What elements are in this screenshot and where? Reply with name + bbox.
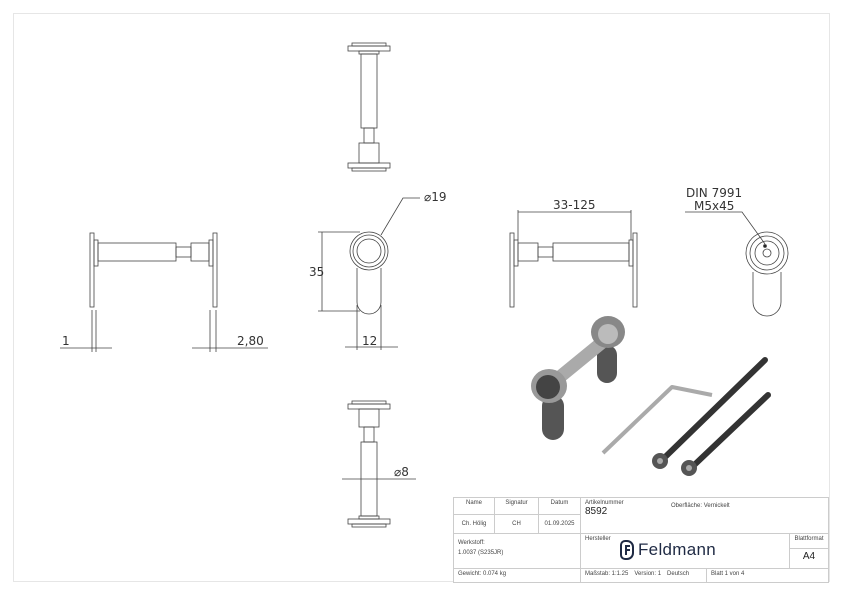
- language: Deutsch: [667, 571, 690, 577]
- manufacturer-cell: Hersteller: [581, 534, 790, 569]
- header-name: Name: [454, 498, 495, 515]
- drawing-frame: [13, 13, 830, 582]
- scale: Maßstab: 1:1.25: [585, 571, 629, 577]
- isometric-view: [531, 316, 771, 476]
- header-signature: Signatur: [495, 498, 539, 515]
- value-name: Ch. Hölig: [454, 515, 495, 534]
- surface-value: Vernickelt: [703, 503, 730, 509]
- value-date: 01.09.2025: [539, 515, 581, 534]
- dim-width: 12: [362, 334, 377, 348]
- feldmann-logo-icon: [620, 540, 634, 560]
- screw-front-view: [685, 211, 789, 317]
- dim-length-range: 33-125: [553, 198, 596, 212]
- dim-thickness-left: 1: [62, 334, 70, 348]
- dim-diameter-pin: ⌀8: [394, 465, 409, 479]
- article-number: 8592: [585, 506, 608, 517]
- surface: Oberfläche: Vernickelt: [671, 503, 730, 509]
- screw-standard: DIN 7991: [686, 186, 742, 200]
- screw-size: M5x45: [694, 199, 734, 213]
- scale-version-language: Maßstab: 1:1.25 Version: 1 Deutsch: [581, 569, 707, 582]
- weight: Gewicht: 0.074 kg: [454, 569, 581, 582]
- bottom-view: [342, 400, 416, 528]
- material-label: Werkstoff:: [458, 540, 485, 546]
- surface-label: Oberfläche:: [671, 503, 703, 509]
- article-cell: Artikelnummer 8592 Oberfläche: Vernickel…: [581, 498, 828, 534]
- front-view: [318, 197, 420, 350]
- sheet-format-value: A4: [790, 549, 828, 569]
- header-date: Datum: [539, 498, 581, 515]
- manufacturer-name: Feldmann: [638, 540, 716, 559]
- article-label: Artikelnummer: [585, 500, 624, 506]
- right-side-view: [509, 210, 638, 308]
- material-cell: Werkstoff: 1.0037 (S235JR): [454, 534, 581, 569]
- manufacturer-label: Hersteller: [585, 536, 611, 542]
- top-view: [347, 42, 391, 172]
- sheet-number: Blatt 1 von 4: [711, 571, 745, 577]
- dim-thickness-right: 2,80: [237, 334, 264, 348]
- title-block: Name Signatur Datum Ch. Hölig CH 01.09.2…: [453, 497, 829, 583]
- dim-diameter-rosette: ⌀19: [424, 190, 447, 204]
- dim-height: 35: [309, 265, 324, 279]
- feldmann-logo: Feldmann: [620, 540, 716, 560]
- value-signature: CH: [495, 515, 539, 534]
- sheet-format-label: Blattformat: [790, 534, 828, 549]
- version: Version: 1: [634, 571, 662, 577]
- material-value: 1.0037 (S235JR): [458, 550, 504, 556]
- left-side-view: [60, 232, 268, 352]
